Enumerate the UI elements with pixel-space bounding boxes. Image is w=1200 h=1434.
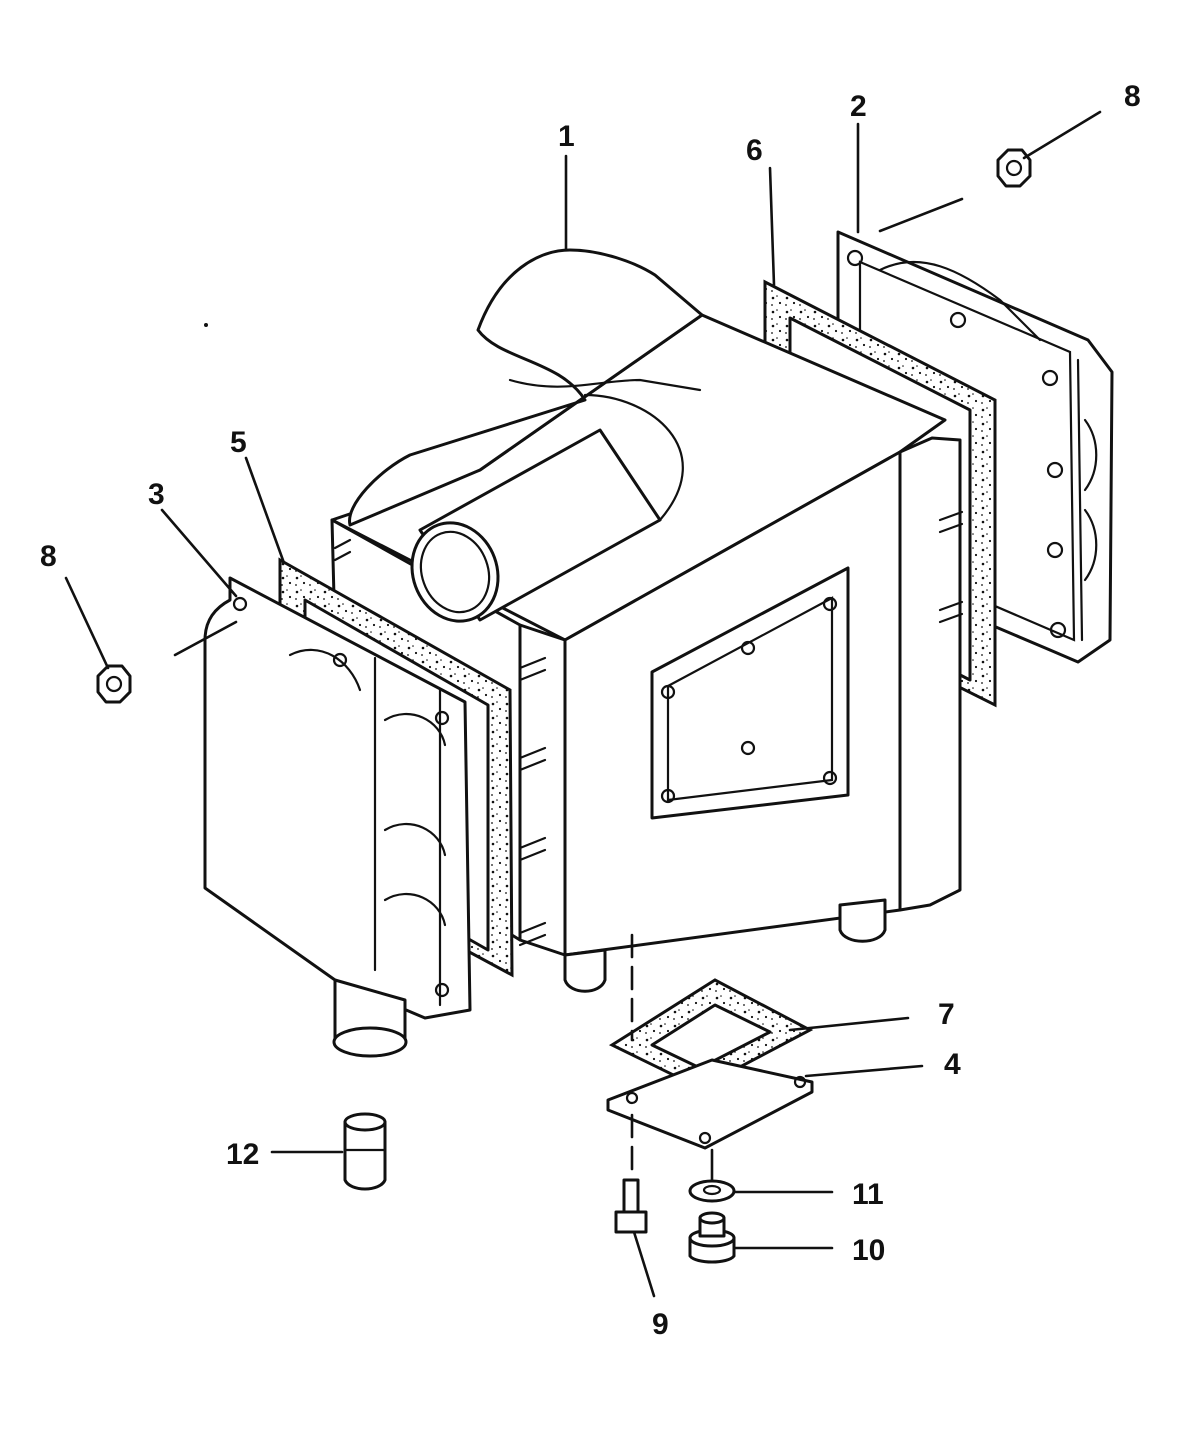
callout-6: 6 — [746, 134, 763, 167]
washer — [688, 1179, 736, 1203]
callout-12: 12 — [226, 1138, 259, 1171]
plug — [688, 1211, 736, 1264]
bottom-cover-plate — [606, 1058, 814, 1150]
fitting — [343, 1112, 387, 1191]
callout-8-left: 8 — [40, 540, 57, 573]
callout-1: 1 — [558, 120, 575, 153]
leader-lines — [64, 110, 1102, 1298]
nut-left — [96, 664, 132, 704]
callout-9: 9 — [652, 1308, 669, 1341]
callout-8-upper: 8 — [1124, 80, 1141, 113]
callout-11: 11 — [852, 1178, 884, 1211]
callout-3: 3 — [148, 478, 165, 511]
callout-10: 10 — [852, 1234, 885, 1267]
bolt — [614, 1178, 648, 1234]
nut-upper-right — [996, 148, 1032, 188]
stray-dot — [204, 323, 208, 327]
callout-4: 4 — [944, 1048, 961, 1081]
front-end-cover — [203, 576, 472, 1058]
callout-5: 5 — [230, 426, 247, 459]
callout-7: 7 — [938, 998, 955, 1031]
callout-2: 2 — [850, 90, 867, 123]
bottom-gasket — [608, 978, 814, 1090]
housing-studs — [333, 510, 964, 947]
callout-labels: 1 2 3 4 5 6 7 8 8 9 10 11 12 — [40, 80, 1141, 1341]
